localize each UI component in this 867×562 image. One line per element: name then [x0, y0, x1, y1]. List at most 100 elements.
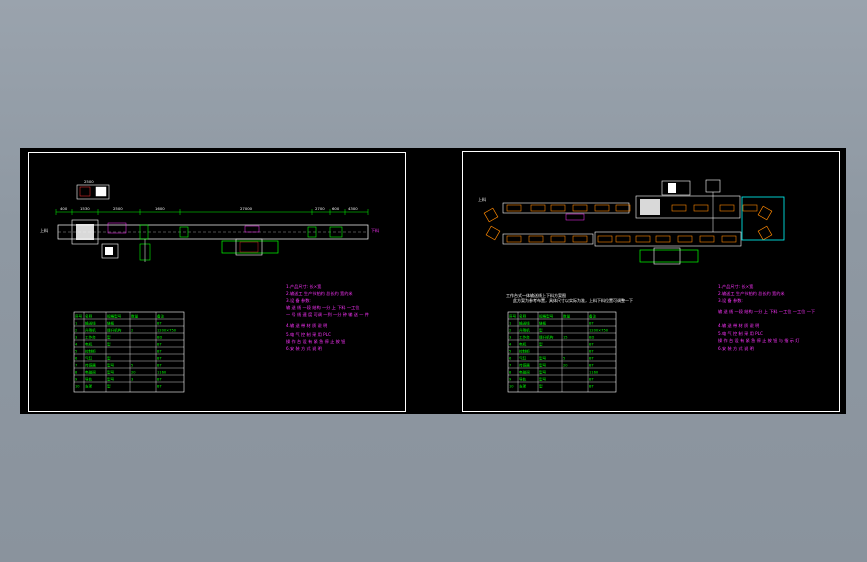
right-note-2: 3.设 备 参数: [718, 297, 743, 304]
left-dim-ticks [55, 209, 369, 215]
left-note-1: 2.输送工 生产节拍约 总长约 宽约米 [286, 290, 353, 297]
left-table-cell: BD [157, 336, 162, 340]
right-table-cell: 数量 [563, 314, 571, 319]
left-table-cell: 数量 [131, 314, 139, 319]
pallet [677, 235, 693, 243]
right-table-cell: 控制柜 [519, 349, 530, 354]
right-conveyor-plan: 上料 [478, 179, 785, 265]
layout-sheet-right[interactable] [462, 151, 840, 412]
pallet [528, 235, 544, 243]
right-table-cell: 8 [509, 371, 512, 375]
right-table-cell: BT [589, 343, 594, 347]
left-table-cell: 备注 [157, 314, 165, 319]
left-note-2: 3.设 备 参数: [286, 297, 311, 304]
left-table-cell: 型 [107, 384, 111, 389]
left-table-cell: 5 [75, 350, 77, 354]
left-table-cell: 型 [107, 342, 111, 347]
left-dim-2: 2500 [113, 206, 123, 211]
left-table-cell: 7 [75, 364, 77, 368]
left-table-cell: 输送线 [85, 321, 96, 326]
left-table-cell: 型 [107, 356, 111, 361]
left-table-cell: 电磁阀 [85, 370, 96, 375]
left-table-cell: 型号 [107, 377, 115, 382]
left-table-cell: BT [157, 357, 162, 361]
pallet [693, 204, 709, 212]
right-note-6: 操 作 台 设 有 紧 急 停 止 按 钮 与 指 示 灯 [718, 337, 800, 344]
right-table-cell: 5 [509, 350, 511, 354]
left-table-cell: 链板 [107, 321, 115, 326]
left-dim-4: 27000 [240, 206, 253, 211]
left-dim-1: 1530 [80, 206, 90, 211]
right-note-7: 6.安 装 方 式 说 明 [718, 345, 754, 352]
right-table-cell: 10 [509, 385, 514, 389]
cad-modelspace[interactable] [20, 148, 846, 414]
left-table-cell: 3 [131, 378, 133, 382]
left-dim-3: 1600 [155, 206, 165, 211]
right-table-cell: 1200×750 [589, 329, 609, 333]
left-table-cell: 1160 [157, 371, 167, 375]
left-table-cell: 支架 [85, 384, 93, 389]
left-table-cell: 导轨 [85, 377, 93, 382]
pallet [699, 235, 715, 243]
left-table-cell: 8 [75, 371, 78, 375]
left-table-cell: 6 [75, 357, 78, 361]
left-table-cell: BT [157, 385, 162, 389]
pallet [719, 204, 735, 212]
left-table-cell: BT [157, 364, 162, 368]
left-table-cell: 传感器 [85, 363, 96, 368]
pallet [550, 235, 566, 243]
left-table-cell: 提升机构 [107, 328, 122, 333]
right-table-cell: BT [589, 364, 594, 368]
right-table-cell: 传感器 [519, 363, 530, 368]
pallet [721, 235, 737, 243]
pallet [506, 204, 522, 212]
left-note-8: 6.安 装 方 式 说 明 [286, 345, 322, 352]
left-note-6: 5.电 气 控 制 采 用 PLC [286, 331, 331, 338]
left-table-cell: 20 [131, 371, 136, 375]
right-table-cell: 名称 [519, 314, 527, 319]
right-table-cell: 2 [509, 329, 511, 333]
right-table-cell: 电磁阀 [519, 370, 530, 375]
right-note-0: 1.产品尺寸: 长×宽 [718, 283, 754, 290]
right-table-cell: 5 [563, 357, 565, 361]
left-note-3: 输 送 线 一段 结构 一分 上 下料 一工位 [286, 304, 359, 311]
right-note-5: 5.电 气 控 制 采 用 PLC [718, 330, 763, 337]
left-note-7: 操 作 台 设 有 紧 急 停 止 按 钮 [286, 338, 345, 345]
right-table-cell: BT [589, 350, 594, 354]
right-table-cell: BT [589, 378, 594, 382]
right-table-cell: 序号 [509, 314, 517, 319]
left-table-cell: BT [157, 322, 162, 326]
pallet [635, 235, 651, 243]
left-table-cell: 升降机 [85, 328, 96, 333]
left-top-dim: 2500 [84, 179, 94, 184]
right-table-cell: 电机 [519, 342, 527, 347]
right-note-4: 4.输 送 带 材 质 说 明 [718, 322, 759, 329]
left-table-cell: 名称 [85, 314, 93, 319]
pallet [655, 235, 671, 243]
left-table-cell: 序号 [75, 314, 83, 319]
layout-sheet-left[interactable] [28, 152, 406, 412]
right-table-cell: 支架 [519, 384, 527, 389]
right-table-cell: 备注 [589, 314, 597, 319]
left-table-cell: 1200×750 [157, 329, 177, 333]
left-table-cell: 工作台 [85, 335, 96, 340]
pallet [594, 204, 610, 212]
right-title-1: 此方案为参考布置，具体尺寸以实际为准，上料下料位置可调整一下 [513, 297, 633, 303]
left-dim-7: 4300 [348, 206, 358, 211]
left-table-cell: 2 [131, 329, 133, 333]
right-table-cell: 15 [563, 336, 568, 340]
pallet [506, 235, 522, 243]
left-table-cell: 3 [75, 336, 77, 340]
left-table-cell: 气缸 [85, 356, 93, 361]
left-table-cell: 电机 [85, 342, 93, 347]
right-table-cell: 型 [539, 384, 543, 389]
pallet [615, 235, 631, 243]
right-table-cell: 工作台 [519, 335, 530, 340]
left-table-cell: 型号 [107, 370, 115, 375]
right-title-0: 工作台式一体输送线上下料方案图 [506, 292, 566, 298]
pallet [615, 204, 631, 212]
pallet [550, 204, 566, 212]
right-table-cell: 1160 [589, 371, 599, 375]
